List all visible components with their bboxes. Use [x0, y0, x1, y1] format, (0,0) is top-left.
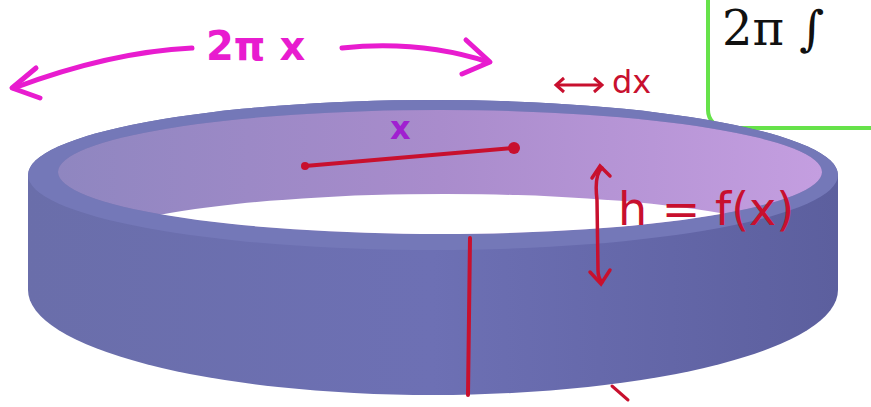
formula-text: 2π ∫	[722, 4, 824, 52]
dx-arrow	[556, 84, 602, 87]
radius-dot	[301, 162, 309, 170]
circumference-label: 2π x	[206, 26, 305, 66]
shell-body	[28, 100, 838, 395]
radius-dot	[508, 142, 520, 154]
radius-label: x	[390, 112, 411, 144]
circumference-arrow	[14, 48, 192, 88]
pen-mark	[612, 386, 628, 400]
arrow-head	[590, 270, 610, 284]
formula-box	[708, 0, 871, 128]
radius-line	[305, 148, 512, 166]
arrow-head	[556, 78, 602, 92]
thickness-label: dx	[612, 66, 651, 98]
arrow-head	[462, 40, 490, 74]
circumference-arrow	[342, 46, 488, 62]
arrow-head	[592, 166, 610, 178]
height-arrow	[596, 168, 602, 282]
arrow-head	[12, 68, 40, 98]
height-line	[468, 238, 470, 395]
height-label: h = f(x)	[618, 186, 794, 232]
